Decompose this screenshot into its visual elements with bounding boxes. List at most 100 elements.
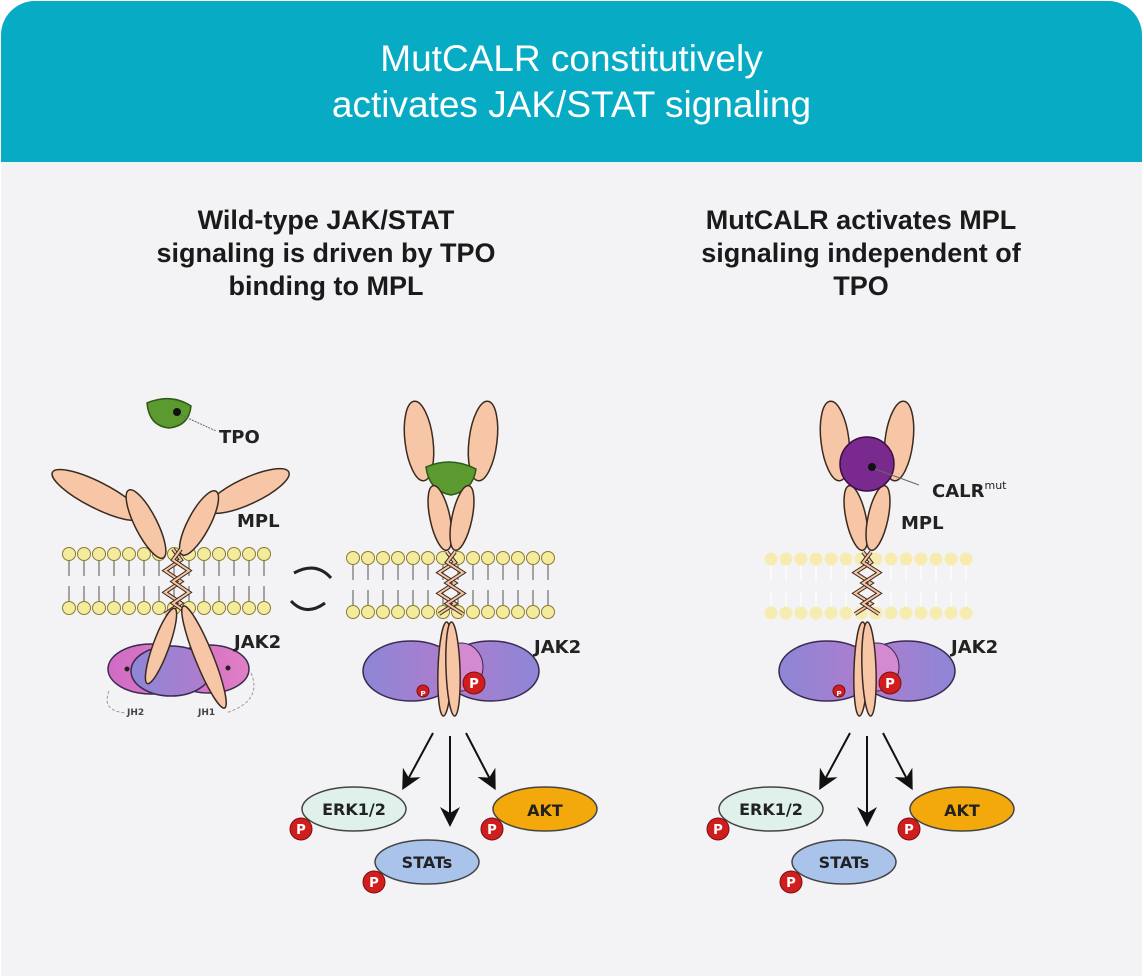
mpl-transmembrane-zigzag-left xyxy=(163,548,183,615)
jak2-label-middle: JAK2 xyxy=(532,637,581,658)
stats-label-right: STATs xyxy=(819,853,870,872)
mpl-label-left: MPL xyxy=(237,511,280,532)
lipid-head xyxy=(92,547,106,561)
lipid-head xyxy=(899,606,913,620)
lipid-head xyxy=(884,552,898,566)
mpl-transmembrane-zigzag-left xyxy=(171,548,191,615)
akt-label-right: AKT xyxy=(944,801,980,820)
lipid-head xyxy=(481,551,495,565)
mpl-intracellular-left xyxy=(144,607,178,685)
lipid-head xyxy=(884,606,898,620)
lipid-head xyxy=(197,547,211,561)
tpo-label: TPO xyxy=(219,427,260,448)
mpl-intracellular-right xyxy=(181,605,227,709)
stats-node xyxy=(374,839,480,885)
lipid-head xyxy=(511,551,525,565)
lipid-head xyxy=(421,551,435,565)
phospho-label: P xyxy=(904,823,914,838)
lipid-head xyxy=(107,547,121,561)
lipid-head xyxy=(242,601,256,615)
mpl-lobe-mid-left xyxy=(427,484,453,552)
phospho-label: P xyxy=(296,823,306,838)
mpl-lobe-mid-left xyxy=(125,489,167,559)
lipid-head xyxy=(257,601,271,615)
phospho-circle xyxy=(779,870,803,894)
arrow-to-erk xyxy=(819,732,851,791)
phospho-label: P xyxy=(713,823,723,838)
phospho-circle xyxy=(416,684,430,698)
header-title-line-1: MutCALR constitutively xyxy=(380,37,763,79)
lipid-head xyxy=(959,552,973,566)
tpo-ligand xyxy=(146,397,192,429)
lipid-head xyxy=(227,547,241,561)
mpl-transmembrane-zigzag-right xyxy=(853,551,873,615)
lipid-head xyxy=(824,552,838,566)
lipid-head xyxy=(526,551,540,565)
jak2-dot xyxy=(225,665,231,671)
akt-node xyxy=(909,786,1015,832)
lipid-head xyxy=(481,605,495,619)
lipid-head xyxy=(929,552,943,566)
lipid-head xyxy=(914,552,928,566)
calr-leader-line xyxy=(874,468,920,486)
equilibrium-arrow-bottom xyxy=(289,599,326,611)
panel-title-line: signaling independent of xyxy=(701,238,1021,268)
lipid-head xyxy=(391,605,405,619)
mpl-lobe-upper-left xyxy=(403,400,435,482)
lipid-head xyxy=(137,547,151,561)
lipid-head xyxy=(152,601,166,615)
phospho-circle xyxy=(462,671,486,695)
mpl-transmembrane-zigzag-middle xyxy=(445,551,465,615)
lipid-head xyxy=(496,605,510,619)
mpl-intracellular-right xyxy=(445,621,461,717)
akt-node xyxy=(492,786,598,832)
mpl-lobe-mid-right xyxy=(865,484,891,552)
calr-label: CALR xyxy=(932,481,985,502)
jak2-label-left: JAK2 xyxy=(232,632,281,653)
mpl-transmembrane-zigzag-middle xyxy=(437,551,457,615)
phospho-label: P xyxy=(369,876,379,891)
phospho-label: P xyxy=(885,677,895,692)
mpl-lobe-mid-left xyxy=(843,484,869,552)
equilibrium-arrow-top xyxy=(293,566,333,580)
panel-title-wild-type: Wild-type JAK/STAT signaling is driven b… xyxy=(106,204,546,303)
lipid-head xyxy=(899,552,913,566)
lipid-head xyxy=(824,606,838,620)
tpo-leader-line xyxy=(180,414,217,432)
lipid-head xyxy=(929,606,943,620)
calr-dot xyxy=(868,463,876,471)
lipid-head xyxy=(62,601,76,615)
lipid-head xyxy=(92,601,106,615)
phospho-label: P xyxy=(487,823,497,838)
lipid-head xyxy=(346,551,360,565)
lipid-head xyxy=(242,547,256,561)
lipid-head xyxy=(376,605,390,619)
lipid-head xyxy=(764,552,778,566)
lipid-head xyxy=(122,601,136,615)
phospho-circle xyxy=(878,671,902,695)
lipid-head xyxy=(376,551,390,565)
lipid-head xyxy=(406,605,420,619)
lipid-head xyxy=(511,605,525,619)
lipid-head xyxy=(257,547,271,561)
phospho-circle xyxy=(706,817,730,841)
phospho-circle xyxy=(362,870,386,894)
phospho-label: P xyxy=(836,689,841,698)
lipid-head xyxy=(137,601,151,615)
lipid-head xyxy=(77,547,91,561)
lipid-head xyxy=(764,606,778,620)
lipid-head xyxy=(944,552,958,566)
lipid-head xyxy=(466,551,480,565)
stats-label-middle: STATs xyxy=(402,853,453,872)
lipid-head xyxy=(77,601,91,615)
lipid-head xyxy=(122,547,136,561)
erk-label-right: ERK1/2 xyxy=(739,800,803,819)
lipid-head xyxy=(197,601,211,615)
lipid-head xyxy=(62,547,76,561)
phospho-circle xyxy=(289,817,313,841)
phospho-circle xyxy=(480,817,504,841)
calr-superscript: mut xyxy=(984,479,1007,492)
lipid-head xyxy=(839,552,853,566)
lipid-head xyxy=(959,606,973,620)
